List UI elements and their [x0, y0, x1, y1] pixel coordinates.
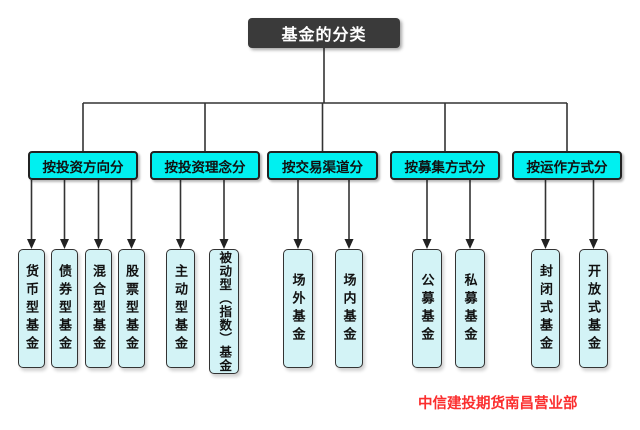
root-node-label: 基金的分类	[281, 27, 367, 44]
leaf-node-passive-index-fund: 被动型（指数）基金	[209, 249, 239, 374]
category-label: 按募集方式分	[404, 159, 486, 175]
leaf-label: 场外基金	[290, 272, 306, 345]
category-label: 按投资方向分	[42, 159, 124, 175]
leaf-node-exchange-fund: 场内基金	[335, 249, 363, 368]
leaf-node-private-fund: 私募基金	[455, 249, 485, 368]
leaf-node-otc-fund: 场外基金	[283, 249, 313, 368]
leaf-node-hybrid-fund: 混合型基金	[85, 249, 112, 368]
category-node-fundraising-method: 按募集方式分	[390, 151, 500, 180]
category-label: 按运作方式分	[526, 159, 608, 175]
leaf-node-stock-fund: 股票型基金	[118, 249, 145, 368]
leaf-label: 开放式基金	[586, 263, 601, 354]
leaf-label: 场内基金	[341, 272, 357, 345]
leaf-label: 货币型基金	[24, 263, 39, 354]
leaf-node-open-end-fund: 开放式基金	[579, 249, 608, 368]
leaf-label: 股票型基金	[124, 263, 139, 354]
leaf-node-public-fund: 公募基金	[412, 249, 442, 368]
category-node-operation-mode: 按运作方式分	[512, 151, 622, 180]
leaf-node-closed-end-fund: 封闭式基金	[531, 249, 560, 368]
leaf-label: 主动型基金	[173, 263, 188, 354]
leaf-label: 公募基金	[419, 272, 435, 345]
leaf-node-bond-fund: 债券型基金	[51, 249, 78, 368]
category-node-investment-philosophy: 按投资理念分	[150, 151, 260, 180]
leaf-label: 混合型基金	[91, 263, 106, 354]
category-node-investment-direction: 按投资方向分	[28, 151, 138, 180]
arrowheads	[27, 239, 598, 249]
leaf-node-active-fund: 主动型基金	[166, 249, 195, 368]
category-label: 按投资理念分	[164, 159, 246, 175]
leaf-node-money-fund: 货币型基金	[18, 249, 45, 368]
category-label: 按交易渠道分	[282, 159, 363, 175]
leaf-label: 私募基金	[462, 272, 478, 345]
leaf-label: 被动型（指数）基金	[217, 250, 232, 373]
root-node-fund-classification: 基金的分类	[248, 18, 400, 48]
category-node-trading-channel: 按交易渠道分	[267, 151, 378, 180]
watermark-caption: 中信建投期货南昌营业部	[418, 396, 578, 412]
leaf-label: 债券型基金	[57, 263, 72, 354]
leaf-label: 封闭式基金	[538, 263, 553, 354]
